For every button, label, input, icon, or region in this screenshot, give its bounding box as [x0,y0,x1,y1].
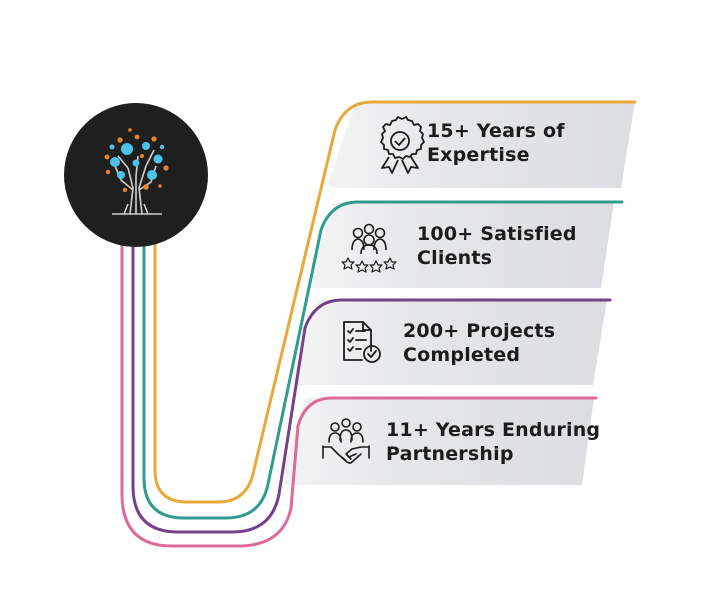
card-4 [280,398,594,485]
card-label-3: 200+ Projects Completed [403,319,555,367]
card-label-2: 100+ Satisfied Clients [417,222,577,270]
connector-teal [142,200,624,520]
card-2-line1: 100+ Satisfied [417,223,577,245]
card-label-4: 11+ Years Enduring Partnership [386,418,600,466]
card-2 [308,202,614,288]
card-1-line2: Expertise [427,144,530,166]
card-2-line2: Clients [417,247,493,269]
card-1-line1: 15+ Years of [427,120,565,142]
card-3 [292,300,607,385]
card-label-1: 15+ Years of Expertise [427,119,565,167]
connector-orange [153,100,637,504]
satisfied-clients-icon [341,223,397,273]
card-3-line2: Completed [403,344,521,366]
handshake-icon [322,418,370,464]
tree-circuit-logo-icon [64,103,208,247]
connector-purple [131,242,612,534]
card-4-line1: 11+ Years Enduring [386,419,601,441]
card-4-line2: Partnership [386,443,514,465]
card-3-line1: 200+ Projects [403,320,556,342]
checklist-icon [343,321,381,363]
award-badge-icon [380,116,425,174]
connector-lines [120,100,637,548]
connector-pink [120,242,598,548]
